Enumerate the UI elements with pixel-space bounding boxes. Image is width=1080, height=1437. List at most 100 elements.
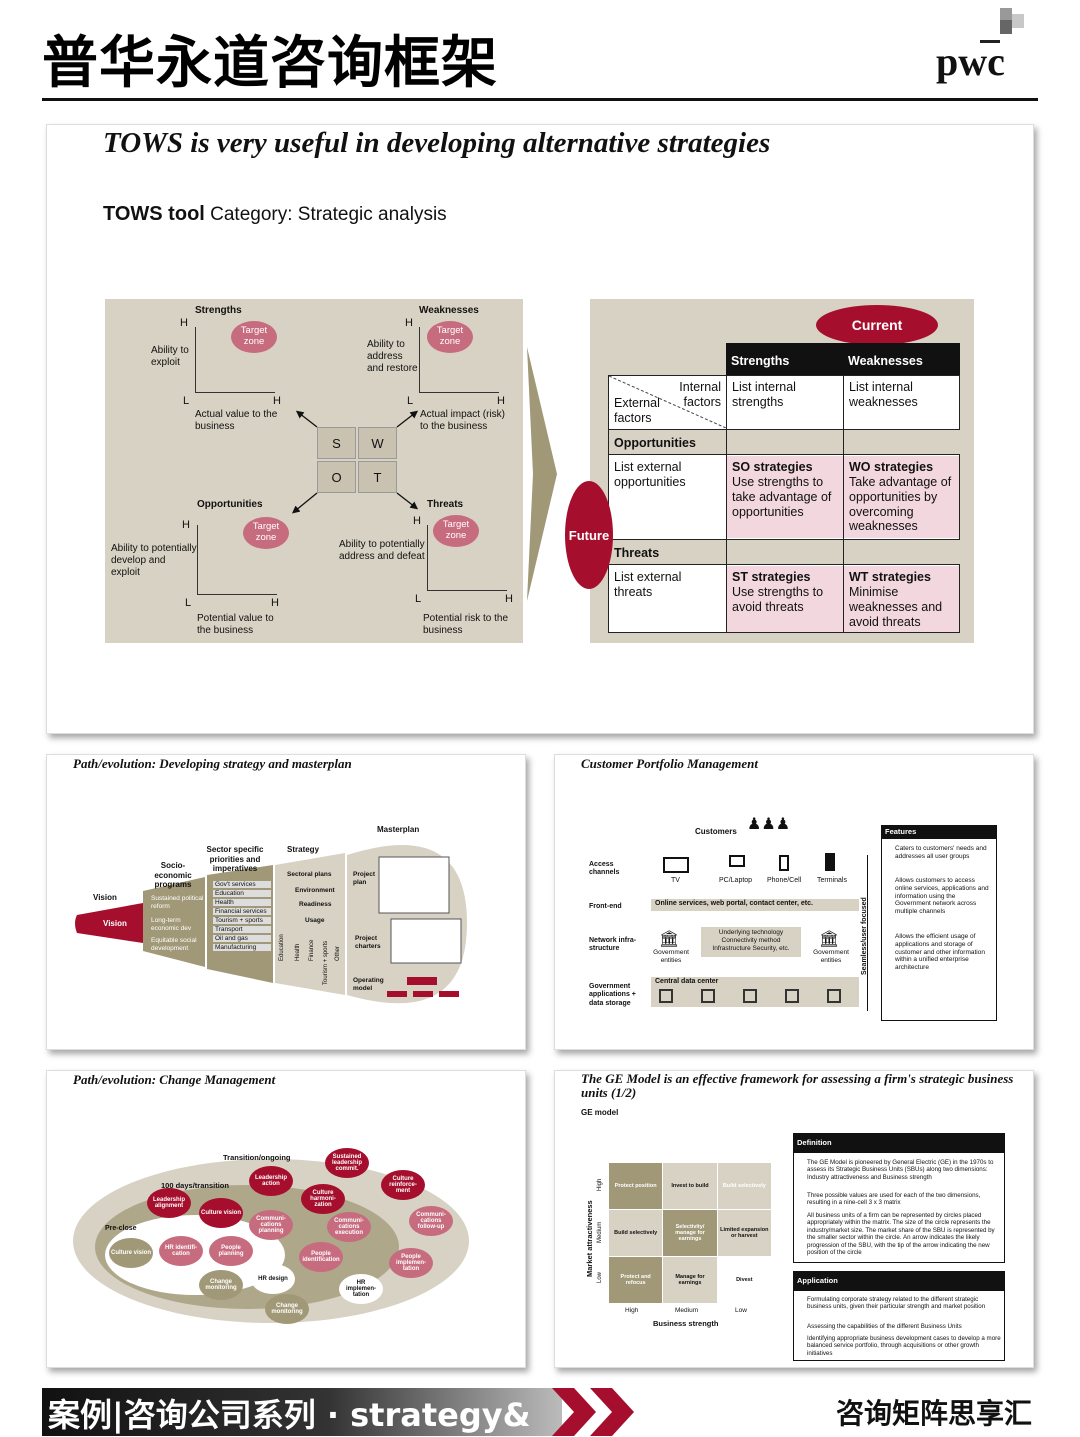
ge-level: High xyxy=(597,1178,603,1191)
wt-cell xyxy=(844,566,959,632)
sector-item: Financial services xyxy=(213,908,271,915)
ge-xaxis: Business strength xyxy=(653,1319,719,1328)
l-label: L xyxy=(407,395,414,407)
internal-factors: Internal factors xyxy=(679,380,721,409)
ge-title: The GE Model is an effective framework f… xyxy=(581,1071,1014,1101)
laptop-icon xyxy=(729,855,745,867)
wt-title: WT strategies xyxy=(849,570,931,584)
list-opportunities: List external opportunities xyxy=(614,460,686,489)
vision-inner: Vision xyxy=(103,919,127,928)
channel-label: Phone/Cell xyxy=(767,877,802,884)
axis xyxy=(427,525,507,591)
bubble-15: HR design xyxy=(251,1264,295,1294)
target-zone-label: Target zone xyxy=(252,521,280,544)
row-label: Front-end xyxy=(589,903,622,910)
swot-grid: S W O T xyxy=(317,427,397,493)
master-item: Project plan xyxy=(353,871,376,886)
sector-item: Oil and gas xyxy=(213,935,271,942)
app-item: Identifying appropriate business develop… xyxy=(807,1335,1001,1357)
col-socio: Socio-economic programs xyxy=(154,861,192,890)
vision-label: Vision xyxy=(93,893,117,902)
h-label: H xyxy=(273,395,281,407)
ring-label: 100 days/transition xyxy=(161,1181,229,1190)
def-header: Definition xyxy=(793,1133,1005,1153)
diagonal-arrows xyxy=(291,410,419,514)
h-label: H xyxy=(413,515,421,527)
footer-right: 咨询矩阵思享汇 xyxy=(836,1397,1033,1430)
ge-level: Medium xyxy=(597,1221,603,1243)
strengths-y: Ability to exploit xyxy=(151,345,189,368)
strategy-col: Other xyxy=(335,945,341,961)
feature-item: Allows customers to access online servic… xyxy=(895,877,989,916)
threats-band xyxy=(609,539,960,565)
def-item: All business units of a firm can be repr… xyxy=(807,1212,995,1257)
st-title: ST strategies xyxy=(732,570,811,584)
tool-name: TOWS tool xyxy=(103,203,205,225)
customers-icon: ♟♟♟ xyxy=(747,816,791,833)
target-zone-weaknesses xyxy=(427,321,473,353)
sector-list: Gov't services Education Health Financia… xyxy=(213,881,271,953)
terminal-icon xyxy=(825,853,835,871)
server-icon xyxy=(827,989,841,1003)
vertical-label: Seamless/user focused xyxy=(861,897,868,975)
l-label: L xyxy=(183,395,190,407)
grid-vline xyxy=(726,375,727,633)
threats-x: Potential risk to the business xyxy=(423,613,509,636)
master-item: Project charters xyxy=(355,935,381,950)
strengths-title: Strengths xyxy=(195,305,242,316)
wo-text: Take advantage of opportunities by overc… xyxy=(849,475,952,534)
server-icon xyxy=(743,989,757,1003)
list-strengths: List internal strengths xyxy=(732,380,796,409)
strategy-col: Education xyxy=(279,934,285,961)
quad-diagram: Strengths H Target zone Ability to explo… xyxy=(105,299,523,643)
bubble-1: Leadership action xyxy=(249,1166,293,1196)
bubble-3: Leadership alignment xyxy=(147,1188,191,1218)
program-item: Long-term economic dev xyxy=(151,917,192,932)
customers-label: Customers xyxy=(695,827,737,836)
sector-item: Health xyxy=(213,899,271,906)
strengths-x: Actual value to the business xyxy=(195,409,278,432)
target-zone-threats xyxy=(433,515,479,547)
frontend-text: Online services, web portal, contact cen… xyxy=(655,900,813,907)
target-zone-label: Target zone xyxy=(436,325,464,348)
ge-panel: The GE Model is an effective framework f… xyxy=(554,1070,1034,1368)
vertical-arrow xyxy=(867,855,868,1011)
masterplan-panel: Path/evolution: Developing strategy and … xyxy=(46,754,526,1050)
so-text: Use strengths to take advantage of oppor… xyxy=(732,475,832,519)
ge-cell-4: Selectivity/ manage for earnings xyxy=(663,1210,717,1256)
row-label: Network infra-structure xyxy=(589,937,637,953)
feature-item: Allows the efficient usage of applicatio… xyxy=(895,933,985,972)
weaknesses-y: Ability to address and restore xyxy=(367,339,418,374)
masterplan-title: Path/evolution: Developing strategy and … xyxy=(73,756,352,771)
col-sector: Sector specific priorities and imperativ… xyxy=(206,845,264,874)
tows-matrix: Current Strengths Weaknesses Internal fa… xyxy=(590,299,974,643)
bubble-4: Culture vision xyxy=(199,1198,243,1228)
server-icon xyxy=(785,989,799,1003)
target-zone-strengths xyxy=(231,321,277,353)
col-strategy: Strategy xyxy=(287,845,320,854)
funnel-diagram xyxy=(75,844,467,1004)
diagonal-divider xyxy=(609,376,726,428)
threats-title: Threats xyxy=(427,499,464,510)
opportunities-title: Opportunities xyxy=(197,499,263,510)
tows-tool-line: TOWS tool Category: Strategic analysis xyxy=(103,203,447,226)
external-factors: External factors xyxy=(614,396,660,425)
tv-icon xyxy=(663,857,689,873)
weaknesses-title: Weaknesses xyxy=(419,305,479,316)
footer-left: 案例|咨询公司系列 · strategy& xyxy=(48,1396,531,1434)
ge-yaxis: Market attractiveness xyxy=(585,1200,594,1277)
h-label: H xyxy=(497,395,505,407)
wo-cell xyxy=(844,456,959,538)
bubble-17: Change monitoring xyxy=(265,1294,309,1324)
ge-level: Medium xyxy=(675,1307,699,1314)
def-item: The GE Model is pioneered by General Ele… xyxy=(807,1159,994,1181)
bubble-10: HR identifi-cation xyxy=(159,1236,203,1266)
col-masterplan: Masterplan xyxy=(377,825,420,834)
swot-o: O xyxy=(317,461,356,493)
list-threats: List external threats xyxy=(614,570,682,599)
ring-label: Transition/ongoing xyxy=(223,1153,291,1162)
axis xyxy=(197,525,277,595)
bubble-0: Sustained leadership commit. xyxy=(325,1148,369,1178)
pwc-logo: pwc xyxy=(936,39,1005,84)
